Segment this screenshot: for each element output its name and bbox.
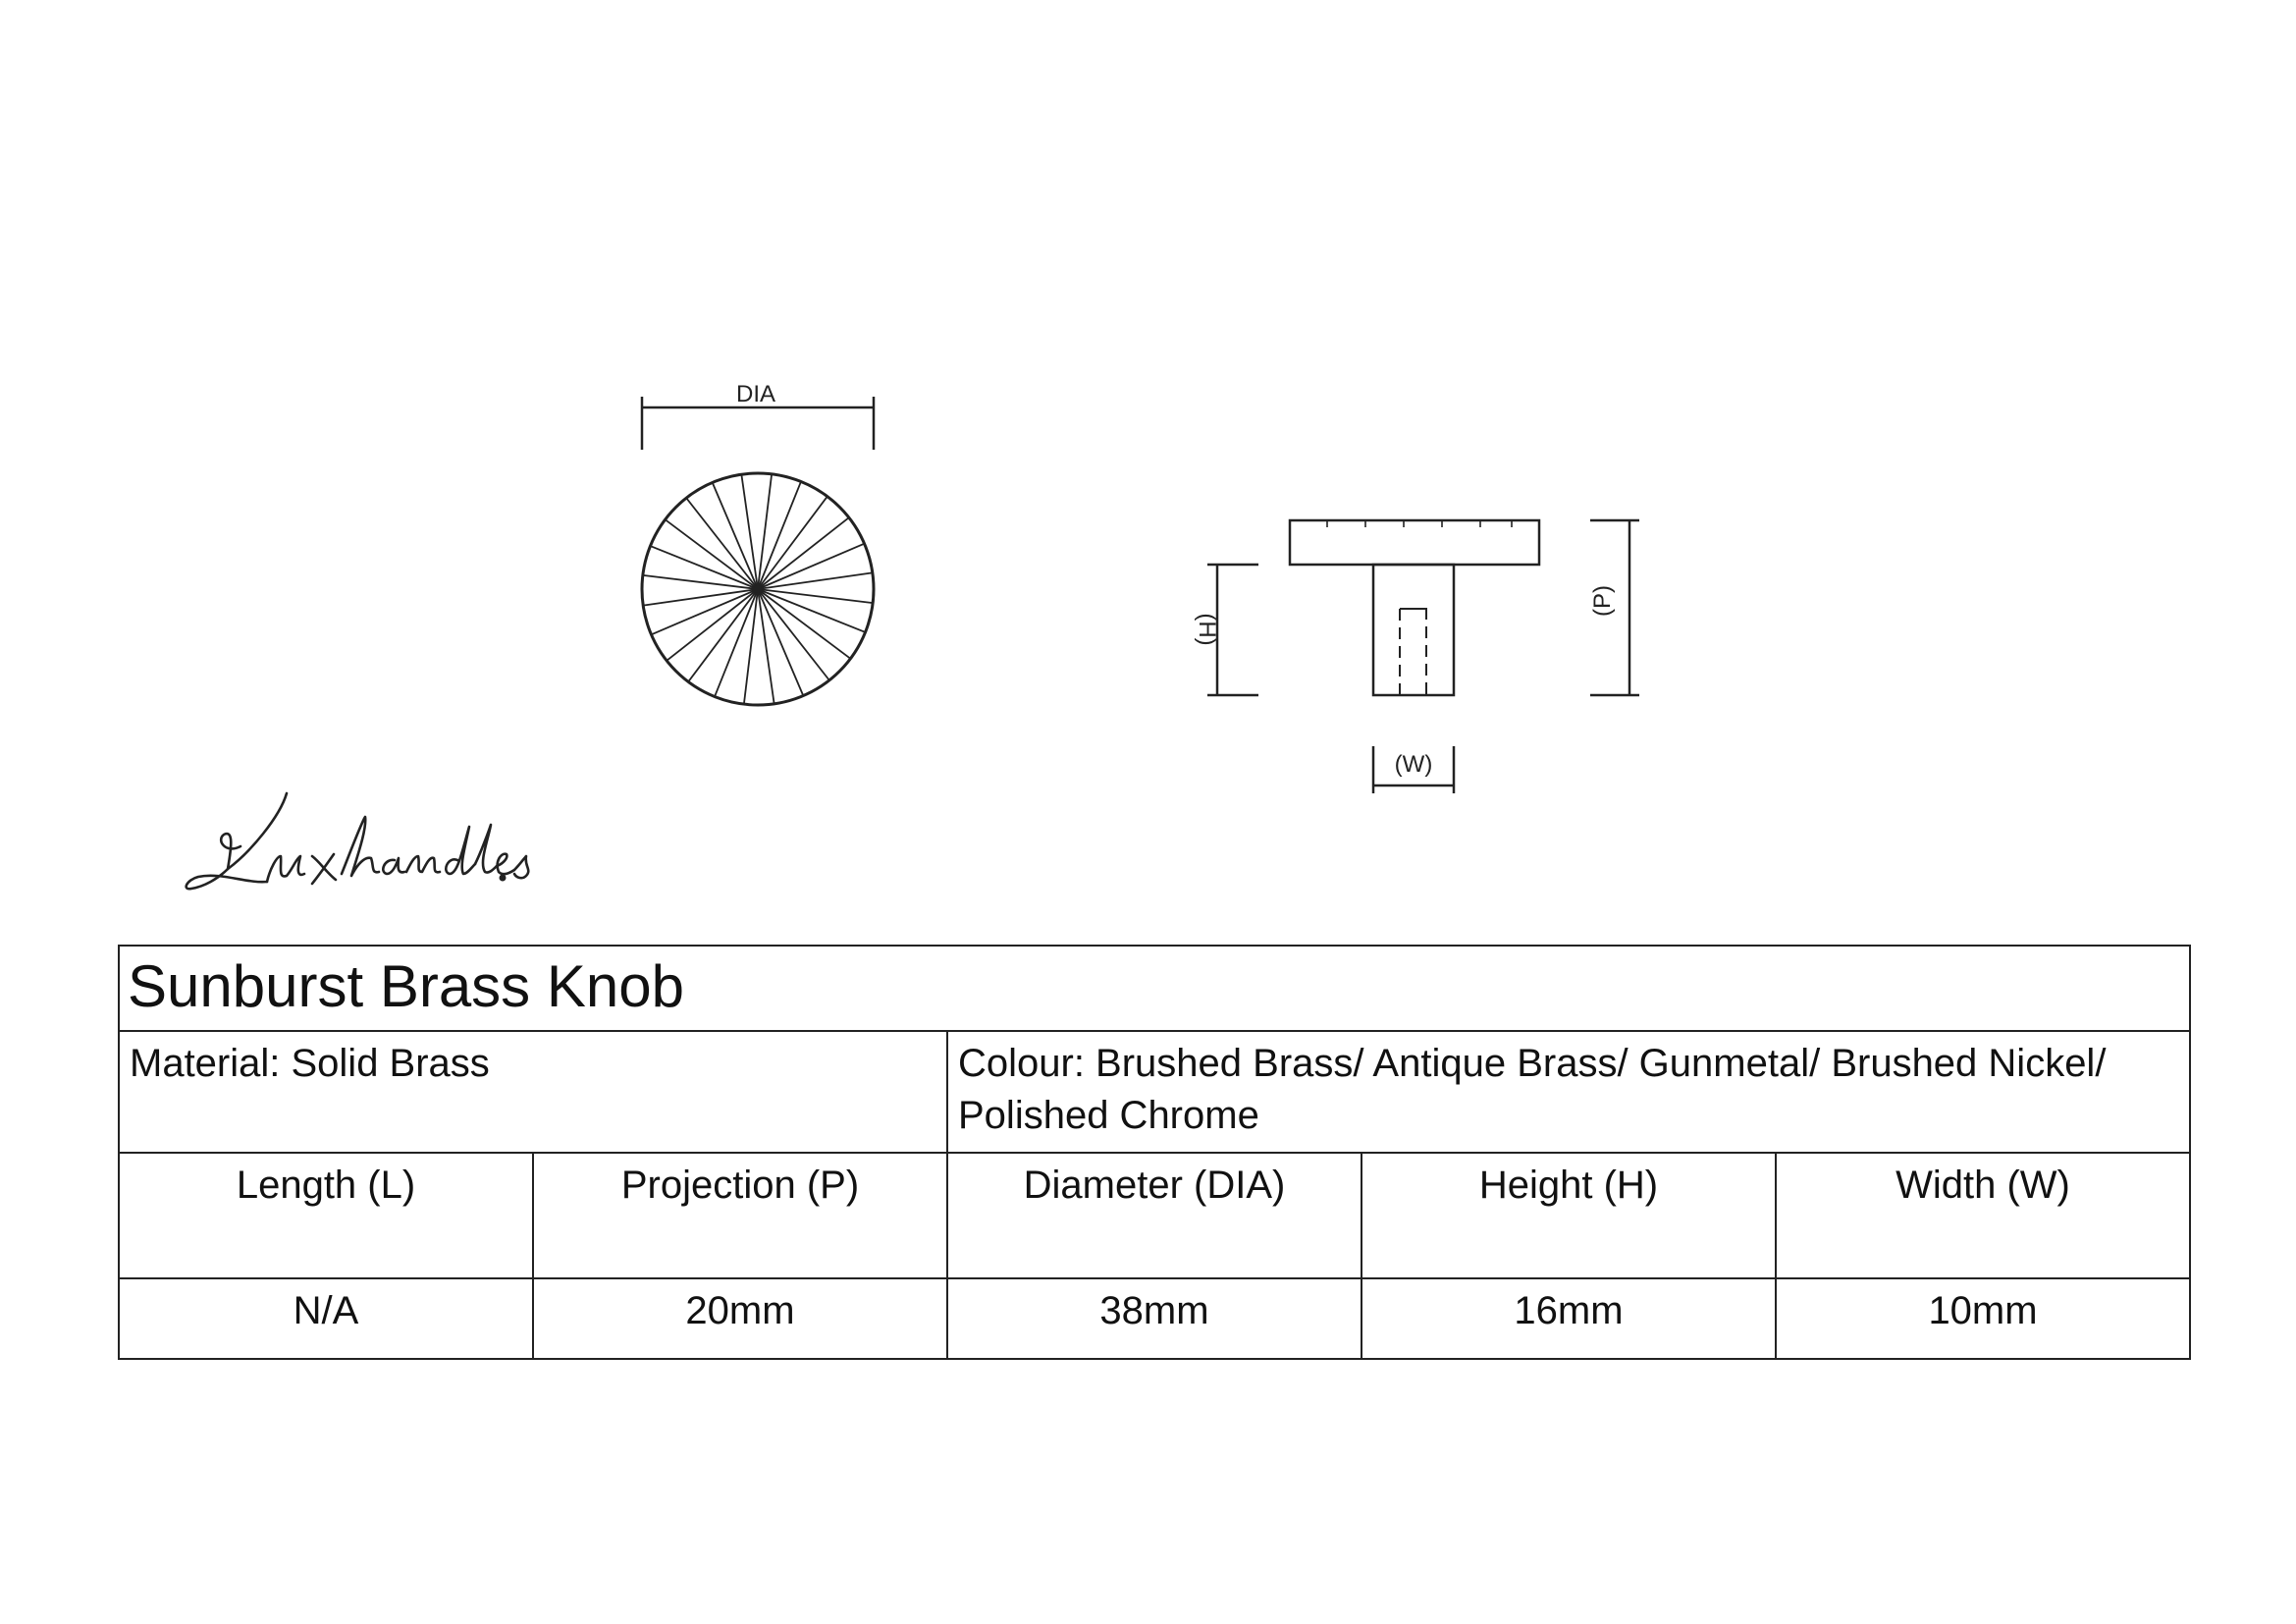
sunburst-ray — [667, 588, 759, 661]
dia-label: DIA — [736, 381, 775, 407]
sunburst-ray — [757, 588, 851, 659]
luxhandles-signature-logo — [185, 791, 530, 891]
sunburst-ray — [743, 588, 759, 704]
header-diameter: Diameter (DIA) — [946, 1152, 1362, 1279]
sunburst-ray — [757, 588, 804, 695]
knob-top-view — [640, 397, 876, 707]
sunburst-ray — [757, 588, 865, 633]
spec-value-row: N/A 20mm 38mm 16mm 10mm — [118, 1277, 2192, 1360]
spec-header-row: Length (L) Projection (P) Diameter (DIA)… — [118, 1152, 2192, 1279]
sunburst-ray — [757, 517, 849, 590]
knob-center — [754, 585, 762, 593]
p-label: (P) — [1589, 585, 1616, 617]
knob-side-view — [1207, 518, 1639, 793]
sunburst-ray — [757, 588, 873, 604]
sunburst-ray — [644, 588, 759, 607]
w-label: (W) — [1395, 751, 1433, 778]
sunburst-ray — [757, 571, 872, 590]
cap-texture — [1326, 520, 1513, 527]
sunburst-ray — [757, 588, 775, 703]
sunburst-ray — [652, 588, 759, 635]
knob-stem — [1371, 563, 1456, 697]
value-diameter: 38mm — [946, 1277, 1362, 1360]
sunburst-rays — [643, 474, 873, 704]
value-projection: 20mm — [532, 1277, 948, 1360]
sunburst-ray — [757, 474, 773, 590]
colour-cell: Colour: Brushed Brass/ Antique Brass/ Gu… — [945, 1030, 2192, 1154]
header-width: Width (W) — [1774, 1152, 2192, 1279]
sunburst-ray — [665, 519, 759, 590]
sunburst-ray — [757, 588, 829, 680]
sunburst-ray — [757, 543, 864, 590]
sunburst-ray — [712, 483, 759, 590]
spec-table: Sunburst Brass Knob Material: Solid Bras… — [117, 945, 2192, 1360]
sunburst-ray — [688, 588, 759, 682]
sunburst-ray — [643, 574, 759, 590]
sunburst-ray — [686, 498, 759, 590]
header-projection: Projection (P) — [532, 1152, 948, 1279]
header-height: Height (H) — [1361, 1152, 1777, 1279]
sunburst-ray — [757, 496, 828, 590]
material-cell: Material: Solid Brass — [118, 1030, 948, 1154]
sunburst-ray — [714, 588, 759, 696]
value-width: 10mm — [1774, 1277, 2192, 1360]
value-height: 16mm — [1361, 1277, 1777, 1360]
sunburst-ray — [740, 475, 759, 590]
value-length: N/A — [118, 1277, 534, 1360]
h-label: (H) — [1194, 613, 1220, 645]
sunburst-ray — [757, 482, 802, 590]
product-title: Sunburst Brass Knob — [117, 945, 2192, 1032]
knob-outline — [640, 471, 876, 707]
sunburst-ray — [651, 545, 759, 590]
header-length: Length (L) — [118, 1152, 534, 1279]
threaded-insert — [1399, 608, 1427, 695]
